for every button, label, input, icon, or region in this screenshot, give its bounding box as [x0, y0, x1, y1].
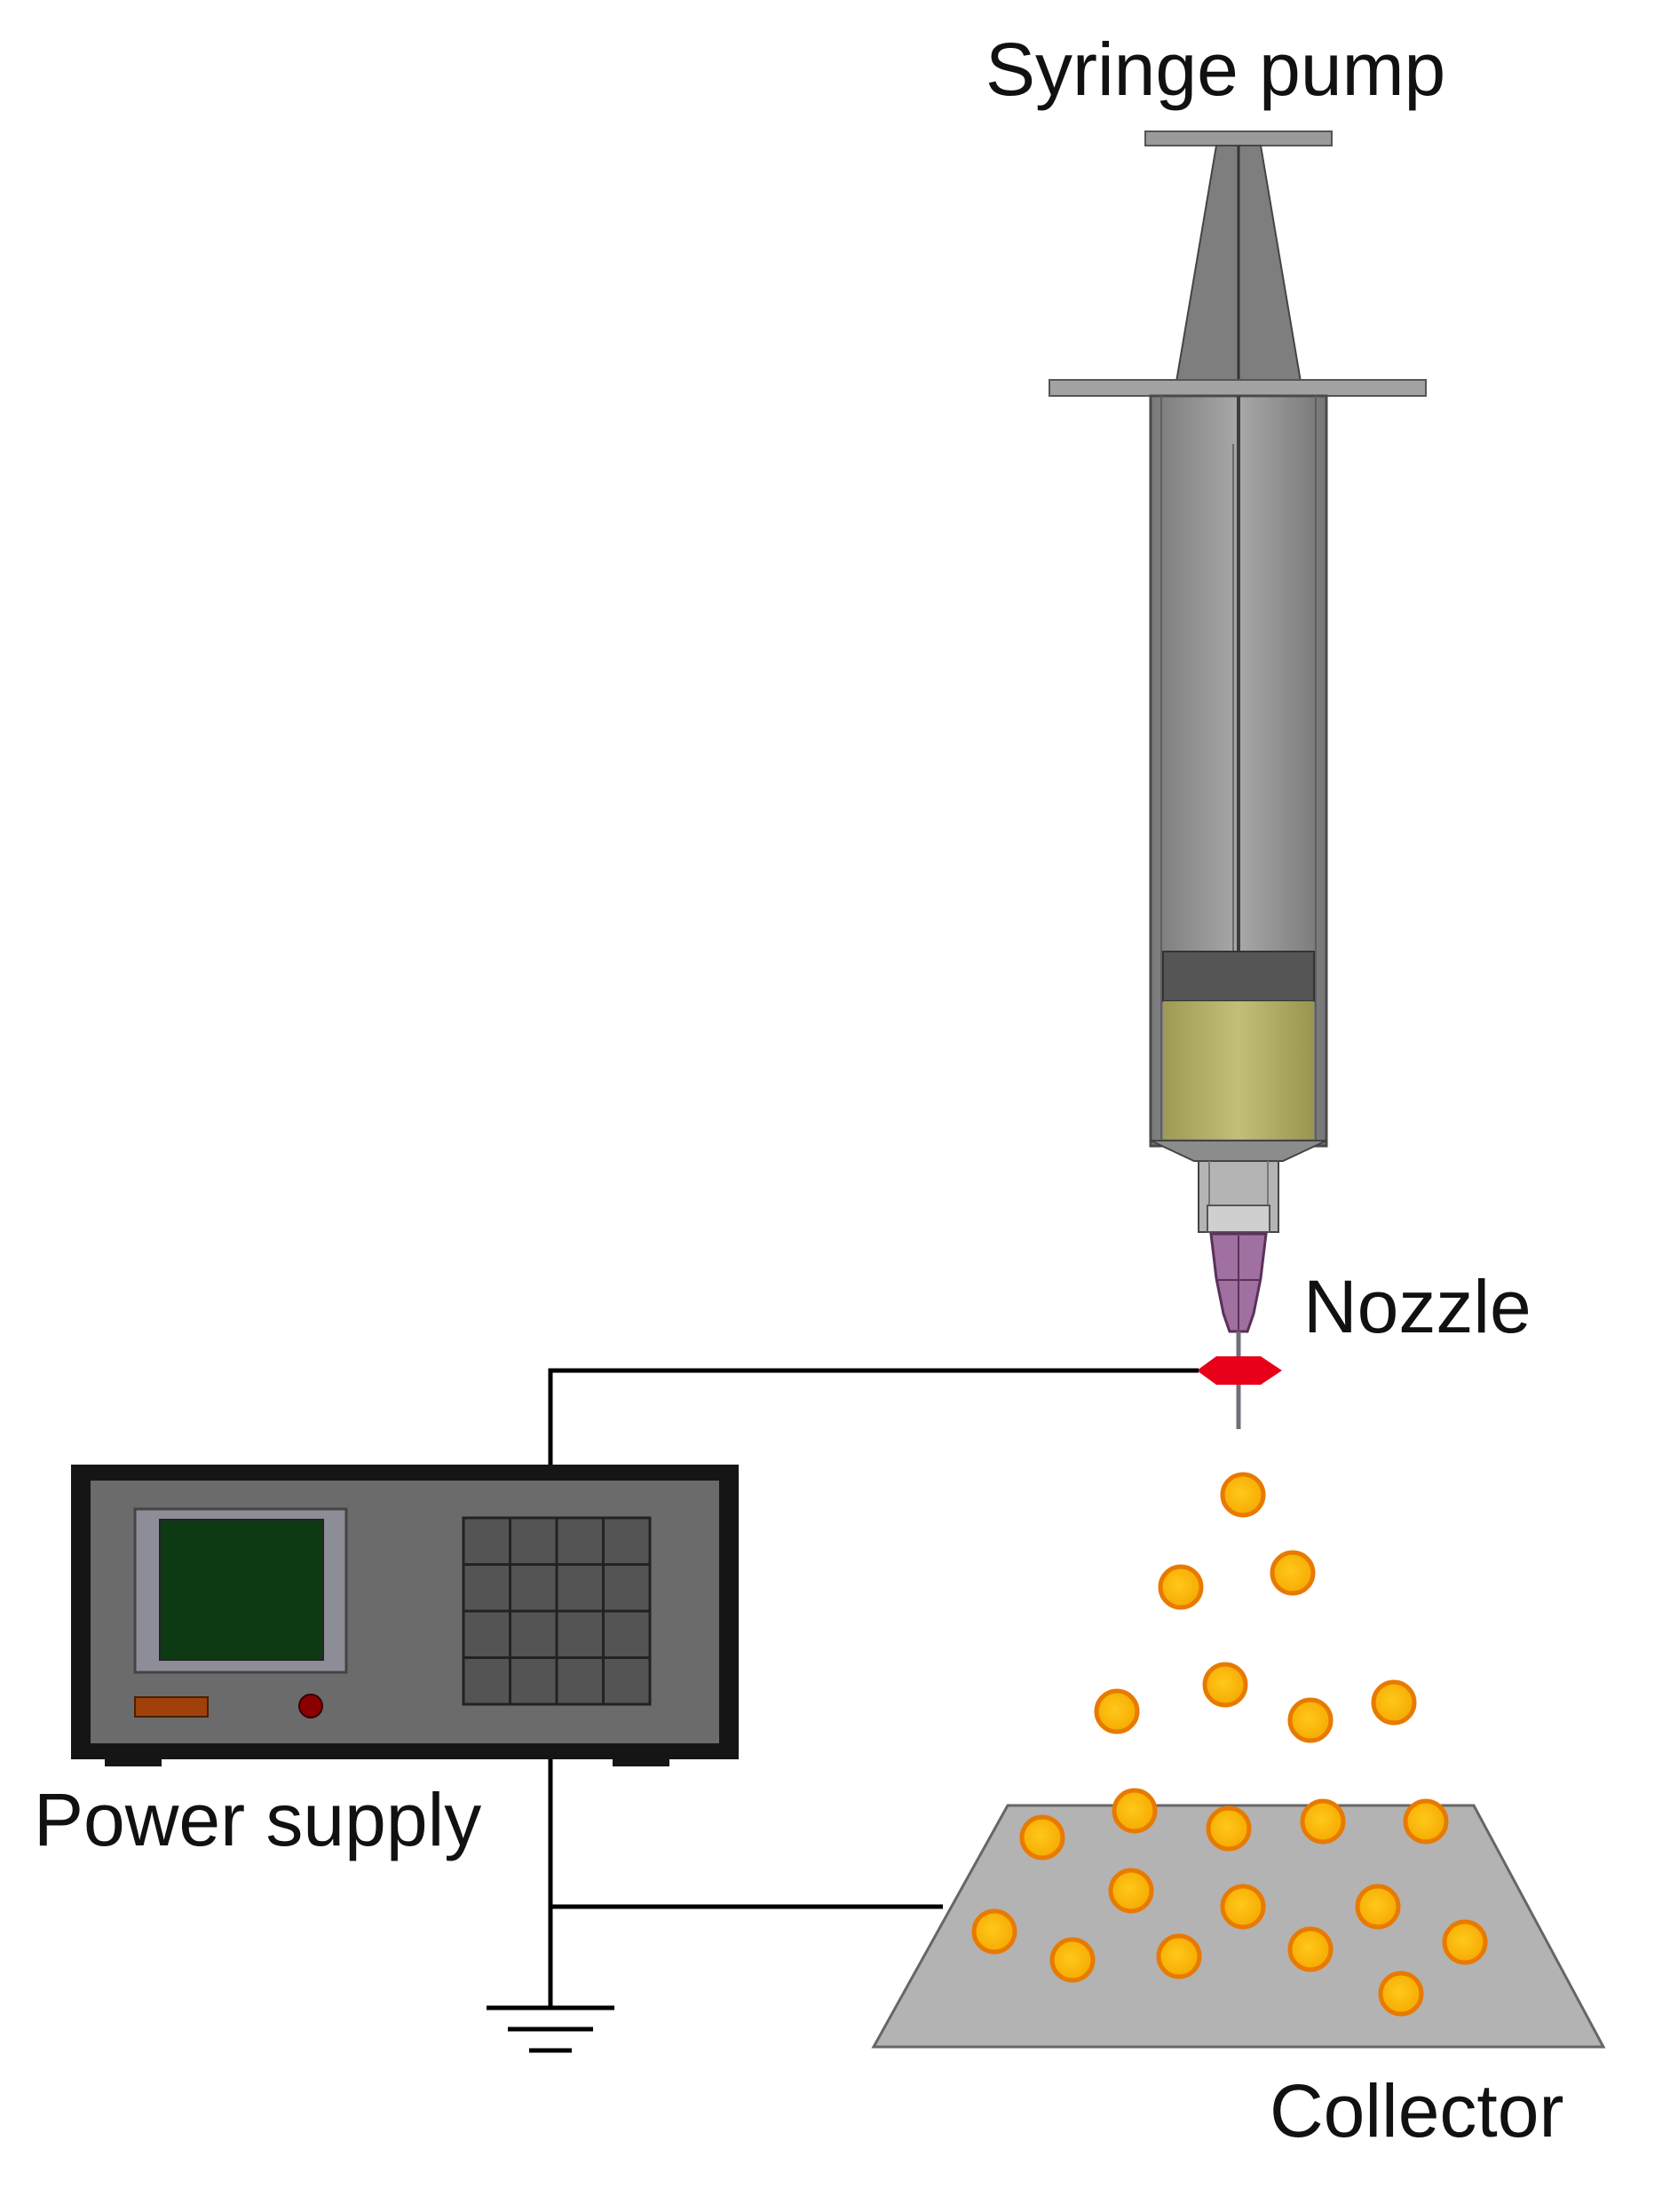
barrel-taper	[1150, 1140, 1327, 1162]
droplet	[1019, 1814, 1065, 1860]
droplet	[1158, 1564, 1204, 1610]
droplet	[971, 1908, 1017, 1955]
droplet	[1300, 1798, 1346, 1845]
plunger-seal	[1162, 951, 1315, 1002]
finger-flange	[1049, 379, 1427, 397]
power-supply-screen	[159, 1519, 324, 1661]
nozzle	[1197, 1232, 1282, 1429]
nozzle-label: Nozzle	[1303, 1265, 1531, 1348]
droplet	[1287, 1926, 1334, 1972]
syringe	[1049, 130, 1427, 1233]
power-supply-label: Power supply	[34, 1778, 482, 1861]
collector-label: Collector	[1270, 2069, 1564, 2153]
syringe-pump-label: Syringe pump	[985, 28, 1446, 111]
droplets	[971, 1472, 1488, 2017]
ground-icon	[487, 2005, 614, 2053]
high-voltage-wire	[548, 1368, 1199, 1466]
syringe-liquid	[1163, 1001, 1314, 1139]
droplet	[1442, 1919, 1488, 1965]
droplet	[1270, 1550, 1316, 1596]
droplet	[1403, 1798, 1449, 1845]
droplet	[1371, 1679, 1417, 1726]
wiring	[548, 1368, 1199, 2006]
droplet	[1112, 1788, 1158, 1834]
droplet	[1287, 1697, 1334, 1743]
droplet	[1206, 1805, 1252, 1852]
plunger-thumb-press	[1144, 130, 1333, 146]
droplet	[1202, 1662, 1248, 1708]
droplet	[1220, 1472, 1266, 1518]
droplet	[1156, 1933, 1202, 1979]
droplet	[1355, 1884, 1401, 1930]
droplet	[1220, 1884, 1266, 1930]
droplet	[1378, 1971, 1424, 2017]
power-supply-keypad	[462, 1516, 652, 1706]
nozzle-electrode	[1197, 1356, 1282, 1385]
power-supply-indicator-slot	[134, 1696, 209, 1718]
droplet	[1049, 1937, 1096, 1983]
droplet	[1108, 1868, 1154, 1914]
power-supply	[71, 1465, 739, 1766]
power-supply-knob	[298, 1694, 323, 1718]
droplet	[1094, 1688, 1140, 1734]
